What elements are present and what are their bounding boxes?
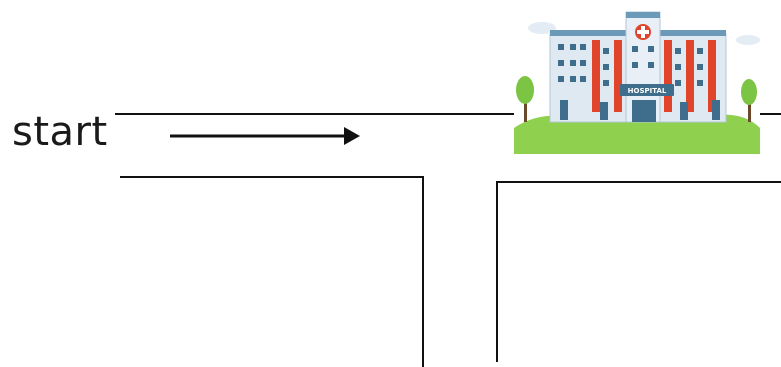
arrow-right-icon	[170, 127, 360, 145]
hospital-sign: HOSPITAL	[628, 87, 667, 95]
start-label: start	[12, 112, 108, 152]
medical-cross-icon	[635, 24, 651, 40]
road-right-branch	[497, 182, 781, 362]
road-left-branch	[120, 177, 423, 367]
hospital-icon: HOSPITAL	[514, 6, 760, 154]
